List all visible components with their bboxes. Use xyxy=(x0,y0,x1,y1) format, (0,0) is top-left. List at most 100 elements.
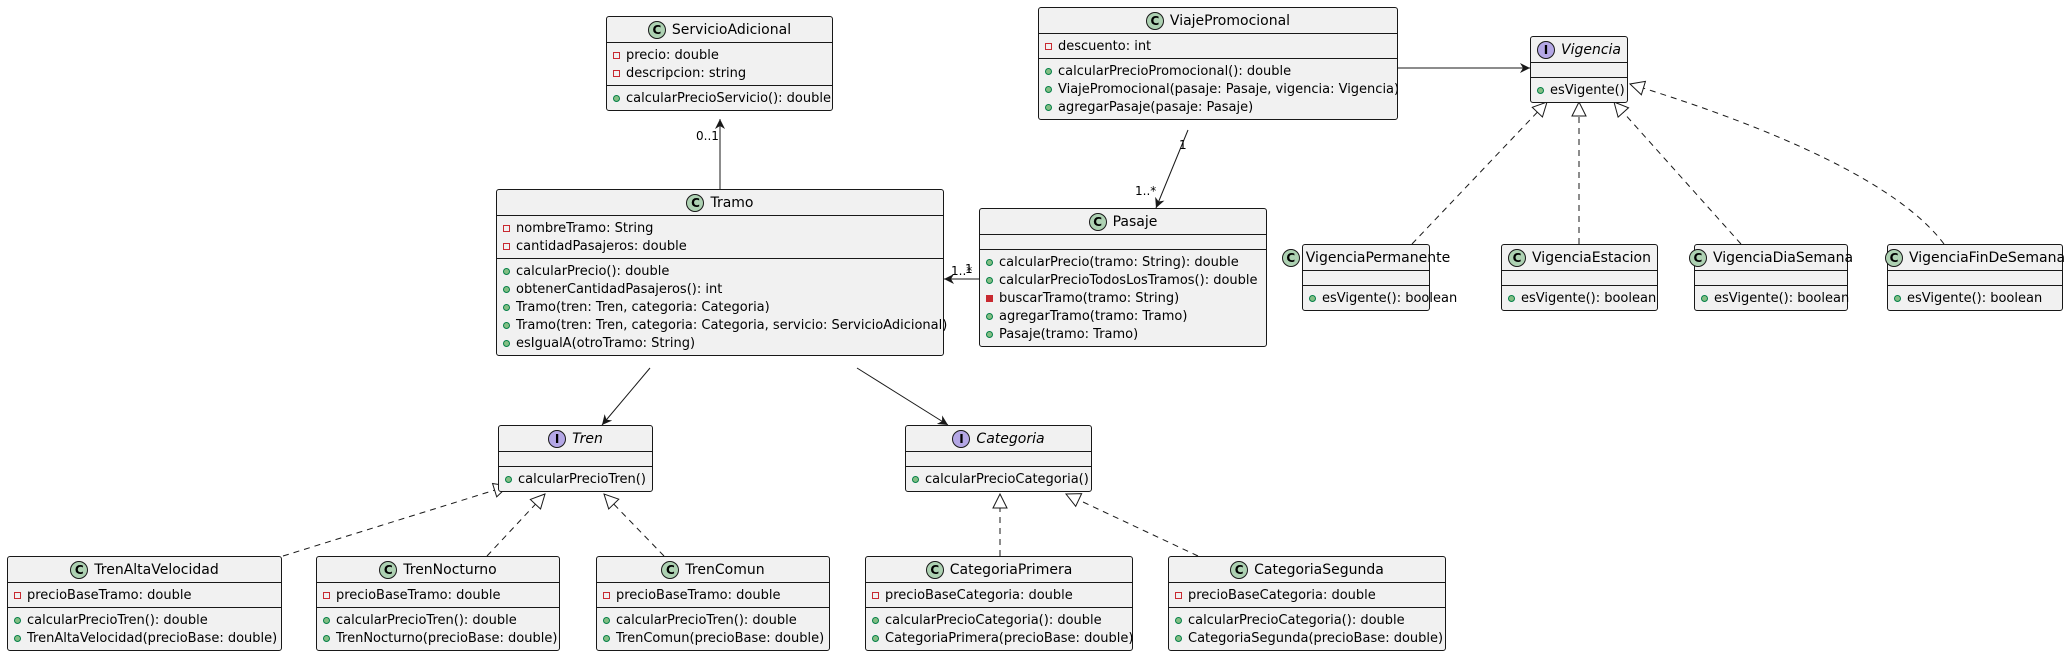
public-method-icon xyxy=(613,94,620,102)
private-field-icon xyxy=(613,51,620,59)
methods-section: calcularPrecioTren(): double TrenAltaVel… xyxy=(8,607,281,650)
tramo-categoria-association xyxy=(856,367,949,426)
class-name: VigenciaFinDeSemana xyxy=(1908,249,2066,266)
realization-vigencia-dia-semana xyxy=(1614,102,1742,245)
private-field-icon xyxy=(603,591,610,599)
method: buscarTramo(tramo: String) xyxy=(999,290,1180,306)
private-field-icon xyxy=(872,591,879,599)
class-servicio-adicional[interactable]: C ServicioAdicional precio: double descri… xyxy=(606,16,833,111)
method: calcularPrecioTren(): double xyxy=(616,612,797,628)
fields-section: precioBaseTramo: double xyxy=(8,582,281,607)
public-method-icon xyxy=(1045,85,1052,93)
methods-section: calcularPrecioCategoria() xyxy=(906,466,1091,491)
class-name: CategoriaSegunda xyxy=(1254,561,1384,578)
multiplicity-servicio: 0..1 xyxy=(696,129,719,143)
public-method-icon xyxy=(14,616,21,624)
multiplicity-viaje: 1 xyxy=(1179,138,1187,152)
public-method-icon xyxy=(1175,616,1182,624)
class-tren-comun[interactable]: C TrenComun precioBaseTramo: double calcu… xyxy=(596,556,830,651)
field: precioBaseCategoria: double xyxy=(885,587,1073,603)
method: esVigente() xyxy=(1550,82,1625,98)
public-method-icon xyxy=(1894,294,1901,302)
method: calcularPrecioTren() xyxy=(518,471,646,487)
interface-icon: I xyxy=(548,429,567,448)
method: ViajePromocional(pasaje: Pasaje, vigenci… xyxy=(1058,81,1400,97)
class-icon: C xyxy=(661,560,680,579)
fields-section xyxy=(499,451,652,466)
public-method-icon xyxy=(1175,634,1182,642)
public-method-icon xyxy=(503,339,510,347)
private-field-icon xyxy=(613,69,620,77)
methods-section: calcularPrecioPromocional(): double Viaj… xyxy=(1039,58,1400,119)
methods-section: calcularPrecioTren() xyxy=(499,466,652,491)
method: TrenNocturno(precioBase: double) xyxy=(336,630,558,646)
class-icon: C xyxy=(647,20,666,39)
method: obtenerCantidadPasajeros(): int xyxy=(516,281,723,297)
class-icon: C xyxy=(686,193,705,212)
fields-section: descuento: int xyxy=(1039,33,1397,58)
fields-section xyxy=(980,234,1266,249)
fields-section: precioBaseTramo: double xyxy=(317,582,559,607)
realization-vigencia-permanente xyxy=(1411,102,1547,245)
interface-icon: I xyxy=(952,429,971,448)
realization-tren-alta-velocidad xyxy=(282,486,508,557)
method: calcularPrecioCategoria() xyxy=(925,471,1089,487)
class-name: TrenComun xyxy=(685,561,765,578)
public-method-icon xyxy=(503,267,510,275)
field: precioBaseTramo: double xyxy=(336,587,501,603)
method: calcularPrecioPromocional(): double xyxy=(1058,63,1292,79)
method: calcularPrecioCategoria(): double xyxy=(885,612,1102,628)
class-name: ViajePromocional xyxy=(1169,12,1291,29)
method: TrenAltaVelocidad(precioBase: double) xyxy=(27,630,278,646)
field: precioBaseTramo: double xyxy=(616,587,781,603)
realization-tren-comun xyxy=(604,494,665,557)
method: esVigente(): boolean xyxy=(1714,290,1850,306)
class-name: VigenciaPermanente xyxy=(1305,249,1451,266)
field: descuento: int xyxy=(1058,38,1152,54)
methods-section: esVigente(): boolean xyxy=(1695,285,1850,310)
realization-categoria-segunda xyxy=(1066,494,1199,557)
method: calcularPrecioCategoria(): double xyxy=(1188,612,1405,628)
field: nombreTramo: String xyxy=(516,220,654,236)
private-field-icon xyxy=(323,591,330,599)
public-method-icon xyxy=(986,258,993,266)
field: cantidadPasajeros: double xyxy=(516,238,687,254)
methods-section: calcularPrecioCategoria(): double Catego… xyxy=(866,607,1133,650)
field: precio: double xyxy=(626,47,719,63)
public-method-icon xyxy=(1701,294,1708,302)
methods-section: calcularPrecioTren(): double TrenComun(p… xyxy=(597,607,829,650)
class-icon: C xyxy=(1508,248,1527,267)
methods-section: calcularPrecio(): double obtenerCantidad… xyxy=(497,258,947,355)
class-name: ServicioAdicional xyxy=(671,21,792,38)
viaje-pasaje-association xyxy=(1155,129,1189,209)
method: CategoriaSegunda(precioBase: double) xyxy=(1188,630,1444,646)
field: precioBaseTramo: double xyxy=(27,587,192,603)
fields-section: precioBaseCategoria: double xyxy=(866,582,1132,607)
class-icon: C xyxy=(70,560,89,579)
fields-section: precio: double descripcion: string xyxy=(607,42,832,85)
method: calcularPrecio(): double xyxy=(516,263,670,279)
public-method-icon xyxy=(872,634,879,642)
fields-section xyxy=(906,451,1091,466)
class-name: TrenNocturno xyxy=(403,561,497,578)
public-method-icon xyxy=(986,312,993,320)
method: agregarTramo(tramo: Tramo) xyxy=(999,308,1188,324)
private-field-icon xyxy=(1045,42,1052,50)
class-icon: C xyxy=(925,560,944,579)
fields-section xyxy=(1303,270,1429,285)
methods-section: calcularPrecioTren(): double TrenNocturn… xyxy=(317,607,559,650)
